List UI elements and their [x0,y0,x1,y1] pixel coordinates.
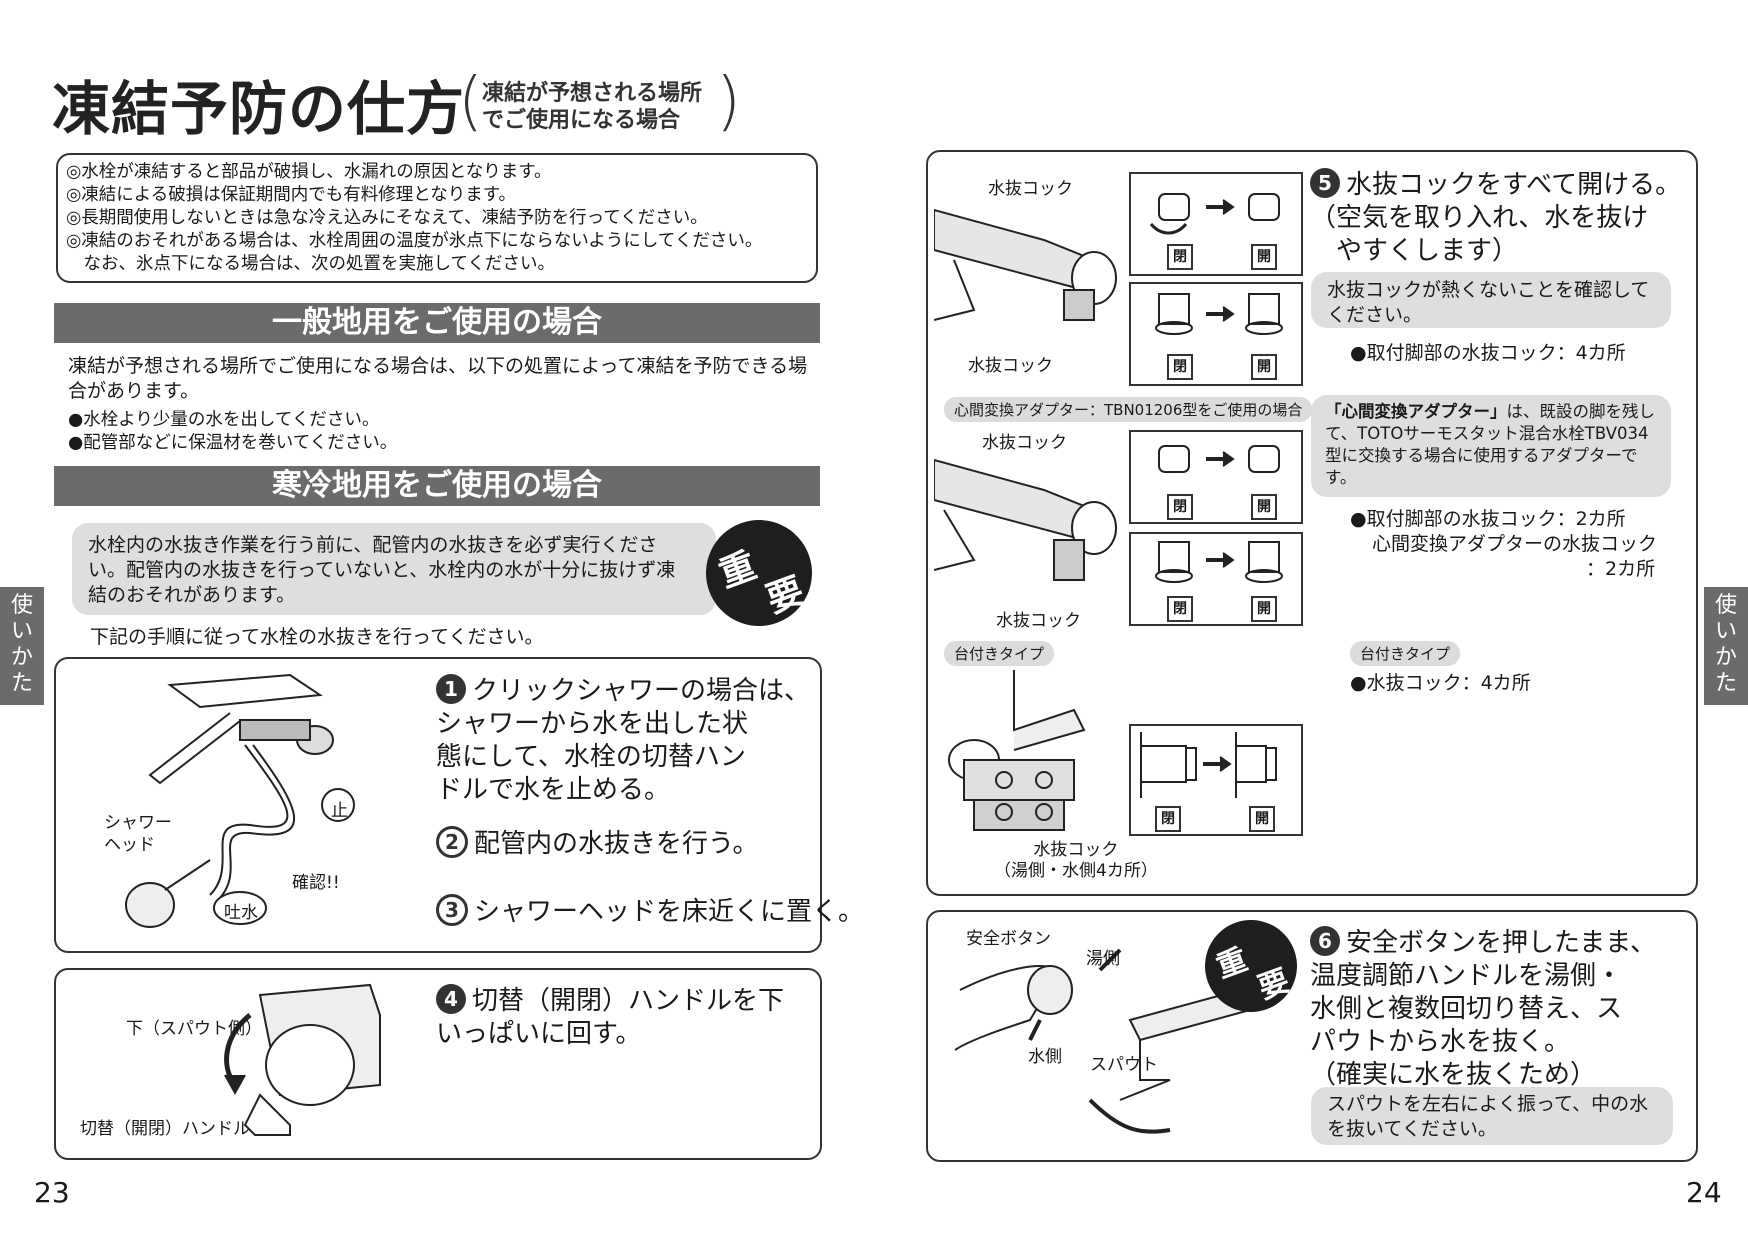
adapter-faucet-illustration [934,458,1117,581]
cock-open-close-diagram [1155,293,1283,335]
hot-side-label: 湯側 [1086,949,1120,969]
step-text: 切替（開閉）ハンドルを下 いっぱいに回す。 [436,986,785,1049]
open-badge: 開 [1251,494,1277,520]
side-tab-right: 使 い か た [1704,587,1748,705]
drain-cock-label: 水抜コック [968,356,1053,376]
page-number-left: 23 [34,1176,70,1209]
spray-label: 吐水 [224,903,258,923]
step-number: 5 [1310,168,1340,198]
step-number: 6 [1310,926,1340,956]
safety-button-label: 安全ボタン [966,929,1051,949]
general-bullet: ●水栓より少量の水を出してください。 [68,410,380,430]
cock-open-close-diagram [1140,732,1277,798]
step-text: 水抜コックをすべて開ける。 （空気を取り入れ、水を抜け やすくします） [1310,170,1682,266]
temperature-handle-illustration [954,948,1252,1134]
step-text: 配管内の水抜きを行う。 [474,829,759,859]
juyo-char: 重 [1212,942,1253,986]
cock-count: 心間変換アダプターの水抜コック [1372,533,1658,555]
cock-open-close-diagram [1155,541,1283,583]
cock-open-close-diagram [1158,445,1280,473]
deck-faucet-illustration [948,670,1086,831]
step-number: 4 [436,984,466,1014]
close-badge: 閉 [1167,494,1193,520]
cock-open-close-diagram [1149,193,1280,235]
shower-head-label: シャワー ヘッド [104,813,172,855]
cock-detail-5: 閉 開 [1129,724,1303,836]
note-line: なお、氷点下になる場合は、次の処置を実施してください。 [66,254,555,274]
shower-faucet-illustration [125,673,355,928]
open-badge: 開 [1249,806,1275,832]
juyo-char: 重 [713,545,762,596]
cold-side-label: 水側 [1028,1047,1062,1067]
down-label: 下（スパウト側） [126,1019,262,1039]
cock-count: ●取付脚部の水抜コック：2カ所 [1350,508,1626,530]
drain-cock-label: 水抜コック [982,433,1067,453]
step-text: 安全ボタンを押したまま、 温度調節ハンドルを湯側・ 水側と複数回切り替え、ス パ… [1310,928,1657,1090]
cock-faucet-illustration [934,208,1117,321]
note-line: ◎凍結による破損は保証期間内でも有料修理となります。 [66,185,516,205]
cold-heading: 寒冷地用をご使用の場合 [54,466,820,506]
general-heading: 一般地用をご使用の場合 [54,303,820,343]
switch-handle-label: 切替（開閉）ハンドル [80,1119,250,1139]
note-line: ◎水栓が凍結すると部品が破損し、水漏れの原因となります。 [66,162,552,182]
page-number-right: 24 [1686,1176,1722,1209]
adapter-caption: 心間変換アダプター：TBN01206型をご使用の場合 [944,397,1313,422]
spout-label: スパウト [1090,1055,1158,1075]
adapter-note-title: 「心間変換アダプター」 [1325,402,1507,421]
close-badge: 閉 [1155,806,1181,832]
handle-illustration [224,983,381,1136]
deck-type-badge-right: 台付きタイプ [1350,641,1461,666]
cock-detail-2: 閉 開 [1129,282,1303,386]
adapter-note-text: は、既設の脚を残して、TOTOサーモスタット混合水栓TBV034型に交換する場合… [1325,402,1655,487]
side-tab-left: 使 い か た [0,587,44,705]
juyo-char: 要 [761,570,810,622]
close-badge: 閉 [1167,596,1193,622]
drain-cock-label: 水抜コック [996,611,1081,631]
cock-detail-1: 閉 開 [1129,172,1303,276]
title-paren-close: ) [716,65,741,139]
warning-text: 水栓内の水抜き作業を行う前に、配管内の水抜きを必ず実行ください。配管内の水抜きを… [88,534,676,606]
page-title: 凍結予防の仕方 [52,75,466,143]
cock-count: ●取付脚部の水抜コック：4カ所 [1350,342,1626,364]
drain-cock-label: 水抜コック [988,179,1073,199]
step-text: シャワーヘッドを床近くに置く。 [474,897,865,927]
important-badge: 重 要 [691,505,827,641]
adapter-note: 「心間変換アダプター」は、既設の脚を残して、TOTOサーモスタット混合水栓TBV… [1311,395,1671,497]
note-line: ◎凍結のおそれがある場合は、水栓周囲の温度が氷点下にならないようにしてください。 [66,231,763,251]
close-badge: 閉 [1167,244,1193,270]
caution-notes: ◎水栓が凍結すると部品が破損し、水漏れの原因となります。 ◎凍結による破損は保証… [56,153,818,283]
note-line: ◎長期間使用しないときは急な冷え込みにそなえて、凍結予防を行ってください。 [66,208,708,228]
close-badge: 閉 [1167,354,1193,380]
confirm-label: 確認!! [292,873,340,893]
check-note: 水抜コックが熱くないことを確認してください。 [1311,272,1671,328]
deck-type-badge-left: 台付きタイプ [944,641,1055,666]
spout-note: スパウトを左右によく振って、中の水を抜いてください。 [1311,1087,1673,1145]
step-number: 1 [436,674,466,704]
drain-cock-bottom-label: 水抜コック （湯側・水側4カ所） [994,840,1158,881]
title-paren-open: ( [458,65,483,139]
cock-detail-4: 閉 開 [1129,532,1303,626]
step-text: クリックシャワーの場合は、 シャワーから水を出した状 態にして、水栓の切替ハン … [436,676,811,805]
page-subtitle: 凍結が予想される場所 でご使用になる場合 [482,81,703,133]
step-number: 3 [436,894,468,926]
general-text: 凍結が予想される場所でご使用になる場合は、以下の処置によって凍結を予防できる場合… [68,355,808,402]
warning-box: 水栓内の水抜き作業を行う前に、配管内の水抜きを必ず実行ください。配管内の水抜きを… [72,523,716,615]
cock-count: ：2カ所 [1586,558,1656,580]
cock-count: ●水抜コック：4カ所 [1350,672,1531,694]
open-badge: 開 [1251,354,1277,380]
instruction-text: 下記の手順に従って水栓の水抜きを行ってください。 [90,626,544,648]
step-number: 2 [436,826,468,858]
stop-label: 止 [331,801,348,821]
open-badge: 開 [1251,244,1277,270]
open-badge: 開 [1251,596,1277,622]
cock-detail-3: 閉 開 [1129,430,1303,524]
general-bullet: ●配管部などに保温材を巻いてください。 [68,433,398,453]
